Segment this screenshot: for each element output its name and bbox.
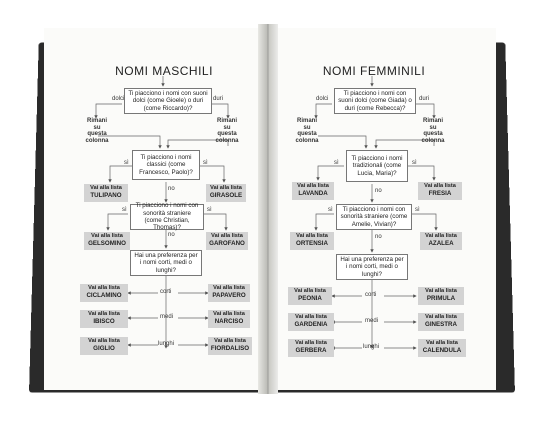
list-name: FRESIA: [428, 190, 452, 197]
list-name: CALENDULA: [422, 347, 462, 354]
left-question-classic: Ti piacciono i nomi classici (come Franc…: [132, 150, 200, 180]
left-label-long: lunghi: [158, 341, 175, 347]
list-name: GELSOMINO: [88, 240, 126, 247]
right-label-yes-1: sì: [334, 160, 339, 166]
list-name: AZALEA: [428, 240, 454, 247]
go-to-list-label: Vai alla lista: [213, 285, 245, 291]
go-to-list-label: Vai alla lista: [425, 233, 457, 239]
left-list-fiordaliso[interactable]: Vai alla lista FIORDALISO: [208, 337, 252, 355]
right-list-gardenia[interactable]: Vai alla lista GARDENIA: [288, 313, 334, 331]
right-list-primula[interactable]: Vai alla lista PRIMULA: [418, 287, 464, 305]
right-label-yes-4: sì: [415, 207, 420, 213]
right-label-no-traditional: no: [375, 188, 382, 194]
right-label-long: lunghi: [363, 344, 380, 350]
go-to-list-label: Vai alla lista: [425, 288, 457, 294]
left-list-ciclamino[interactable]: Vai alla lista CICLAMINO: [80, 284, 128, 302]
right-list-gerbera[interactable]: Vai alla lista GERBERA: [288, 339, 334, 357]
list-name: GAROFANO: [209, 240, 245, 247]
right-label-yes-2: sì: [412, 160, 417, 166]
right-list-lavanda[interactable]: Vai alla lista LAVANDA: [292, 182, 334, 200]
list-name: NARCISO: [214, 318, 244, 325]
list-name: LAVANDA: [298, 190, 328, 197]
go-to-list-label: Vai alla lista: [426, 340, 458, 346]
right-stay-column-right: Rimani su questa colonna: [421, 118, 445, 144]
left-list-gelsomino[interactable]: Vai alla lista GELSOMINO: [84, 232, 130, 250]
right-label-short: corti: [365, 292, 377, 298]
list-name: PEONIA: [298, 295, 322, 302]
left-label-medium: medi: [160, 314, 174, 320]
book-spine: [258, 24, 278, 394]
right-list-calendula[interactable]: Vai alla lista CALENDULA: [418, 339, 466, 357]
left-list-giglio[interactable]: Vai alla lista GIGLIO: [80, 337, 128, 355]
list-name: GINESTRA: [425, 321, 457, 328]
right-label-medium: medi: [365, 318, 379, 324]
left-list-narciso[interactable]: Vai alla lista NARCISO: [208, 310, 250, 328]
left-question-foreign: Ti piacciono i nomi con sonorità stranie…: [130, 202, 204, 231]
list-name: GIGLIO: [93, 345, 115, 352]
right-question-length: Hai una preferenza per i nomi corti, med…: [336, 254, 408, 280]
right-list-ortensia[interactable]: Vai alla lista ORTENSIA: [290, 232, 334, 250]
right-list-ginestra[interactable]: Vai alla lista GINESTRA: [418, 313, 464, 331]
right-label-hard: duri: [419, 96, 430, 102]
go-to-list-label: Vai alla lista: [88, 311, 120, 317]
list-name: GERBERA: [295, 347, 327, 354]
left-label-no-foreign: no: [168, 232, 175, 238]
go-to-list-label: Vai alla lista: [90, 185, 122, 191]
right-question-foreign: Ti piacciono i nomi con sonorità stranie…: [336, 204, 412, 230]
go-to-list-label: Vai alla lista: [295, 314, 327, 320]
go-to-list-label: Vai alla lista: [213, 311, 245, 317]
list-name: ORTENSIA: [296, 240, 328, 247]
left-page-title: NOMI MASCHILI: [115, 64, 213, 78]
right-stay-column-left: Rimani su questa colonna: [295, 118, 319, 144]
right-label-yes-3: sì: [328, 207, 333, 213]
list-name: TULIPANO: [90, 192, 122, 199]
right-list-peonia[interactable]: Vai alla lista PEONIA: [288, 287, 332, 305]
left-label-yes-2: sì: [122, 207, 127, 213]
go-to-list-label: Vai alla lista: [424, 183, 456, 189]
list-name: IBISCO: [93, 318, 115, 325]
go-to-list-label: Vai alla lista: [88, 285, 120, 291]
left-label-yes-1: sì: [124, 160, 129, 166]
left-label-hard: duri: [213, 96, 224, 102]
go-to-list-label: Vai alla lista: [297, 183, 329, 189]
go-to-list-label: Vai alla lista: [425, 314, 457, 320]
go-to-list-label: Vai alla lista: [211, 233, 243, 239]
left-list-papavero[interactable]: Vai alla lista PAPAVERO: [208, 284, 250, 302]
right-page-title: NOMI FEMMINILI: [322, 64, 426, 78]
right-label-no-foreign: no: [375, 234, 382, 240]
list-name: PAPAVERO: [212, 292, 246, 299]
right-label-soft: dolci: [316, 96, 329, 102]
left-question-length: Hai una preferenza per i nomi corti, med…: [130, 250, 202, 276]
list-name: GARDENIA: [294, 321, 328, 328]
list-name: FIORDALISO: [210, 345, 250, 352]
left-list-tulipano[interactable]: Vai alla lista TULIPANO: [84, 184, 128, 202]
right-list-fresia[interactable]: Vai alla lista FRESIA: [418, 182, 462, 200]
left-label-soft: dolci: [112, 96, 125, 102]
go-to-list-label: Vai alla lista: [294, 288, 326, 294]
left-question-sound: Ti piacciono i nomi con suoni dolci (com…: [124, 88, 212, 114]
left-list-girasole[interactable]: Vai alla lista GIRASOLE: [206, 184, 246, 202]
left-list-garofano[interactable]: Vai alla lista GAROFANO: [206, 232, 248, 250]
left-list-ibisco[interactable]: Vai alla lista IBISCO: [80, 310, 128, 328]
list-name: GIRASOLE: [209, 192, 243, 199]
left-stay-column-right: Rimani su questa colonna: [215, 118, 239, 144]
go-to-list-label: Vai alla lista: [210, 185, 242, 191]
right-question-sound: Ti piacciono i nomi con suoni dolci (com…: [334, 88, 416, 114]
go-to-list-label: Vai alla lista: [296, 233, 328, 239]
left-label-short: corti: [160, 289, 172, 295]
left-label-yes-3: sì: [207, 207, 212, 213]
list-name: PRIMULA: [426, 295, 456, 302]
go-to-list-label: Vai alla lista: [91, 233, 123, 239]
right-question-traditional: Ti piacciono i nomi tradizionali (come L…: [346, 150, 408, 182]
go-to-list-label: Vai alla lista: [214, 338, 246, 344]
go-to-list-label: Vai alla lista: [295, 340, 327, 346]
list-name: CICLAMINO: [86, 292, 122, 299]
left-label-no-1: sì: [203, 160, 208, 166]
go-to-list-label: Vai alla lista: [88, 338, 120, 344]
left-label-no-classic: no: [168, 186, 175, 192]
left-stay-column-left: Rimani su questa colonna: [85, 118, 109, 144]
right-list-azalea[interactable]: Vai alla lista AZALEA: [420, 232, 462, 250]
